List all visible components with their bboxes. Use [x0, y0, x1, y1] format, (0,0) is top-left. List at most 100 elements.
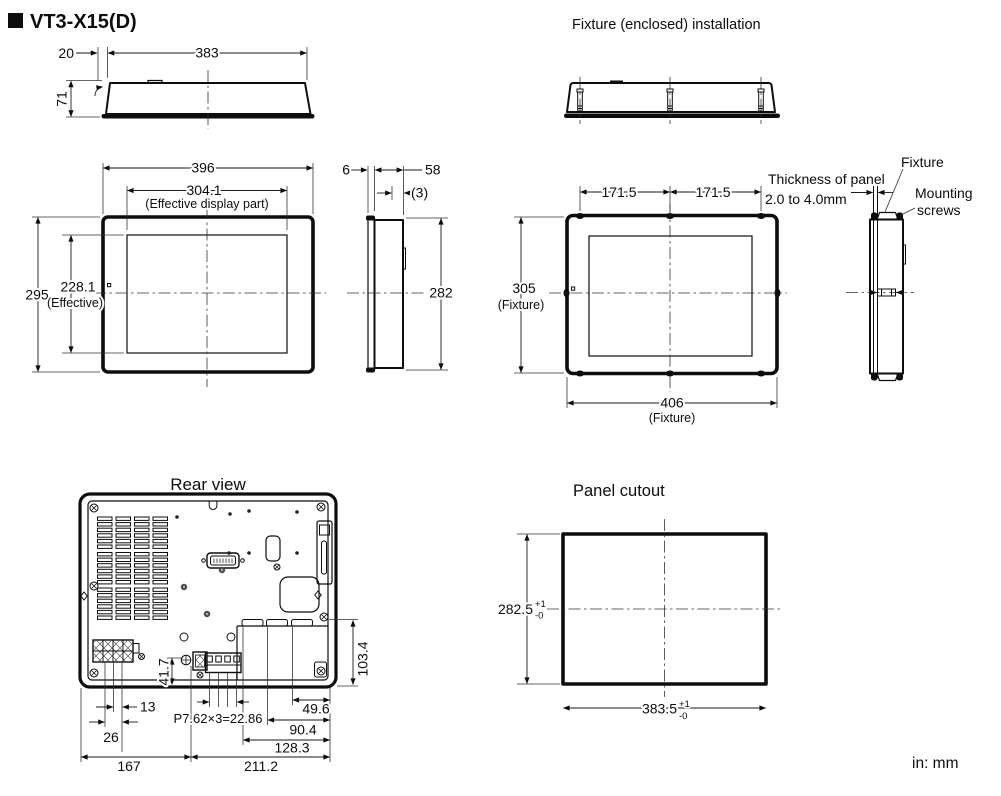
dim-rear-right-span: 211.2 — [190, 754, 331, 776]
dim-front-overall-height: 295 — [23, 216, 100, 373]
dim-side-rear-gap: (3) — [377, 183, 430, 203]
svg-text:(Fixture): (Fixture) — [498, 298, 545, 312]
dim-side-height: 282 — [406, 217, 455, 371]
dim-fixture-pitch-right: 171.5 — [669, 182, 762, 211]
svg-text:(3): (3) — [411, 185, 428, 201]
svg-text:(Effective): (Effective) — [47, 296, 103, 310]
svg-text:383.5: 383.5 — [642, 701, 677, 717]
svg-text:167: 167 — [117, 758, 141, 774]
dim-rear-ground-height: 41.7 — [154, 656, 175, 688]
svg-text:295: 295 — [25, 287, 49, 303]
dim-front-overall-width: 396 — [102, 158, 314, 214]
svg-text:383: 383 — [195, 45, 219, 61]
svg-text:Thickness of panel: Thickness of panel — [768, 171, 885, 187]
svg-text:90.4: 90.4 — [289, 722, 316, 738]
aux-connector — [192, 651, 208, 671]
connector-bay — [236, 619, 328, 680]
svg-text:+1: +1 — [679, 699, 690, 710]
rear-view-title: Rear view — [170, 475, 246, 494]
dim-cutout-width: 383.5 +1 -0 — [562, 698, 767, 723]
panel-cutout-drawing: Panel cutout 282.5 +1 -0 383.5 +1 -0 — [496, 482, 783, 723]
top-view-drawing: 20 383 71 — [52, 43, 315, 129]
option-slot-cover — [279, 576, 320, 613]
fixture-installation-title: Fixture (enclosed) installation — [572, 17, 761, 33]
dim-rear-pin-pitch: P7.62×3=22.86 — [172, 699, 264, 728]
svg-text:26: 26 — [103, 729, 119, 745]
svg-text:228.1: 228.1 — [60, 279, 95, 295]
dim-rear-port1: 49.6 — [292, 697, 332, 719]
svg-text:304.1: 304.1 — [186, 182, 221, 198]
svg-text:171.5: 171.5 — [695, 184, 730, 200]
svg-text:282: 282 — [429, 285, 453, 301]
svg-text:6: 6 — [342, 162, 350, 178]
svg-text:(Fixture): (Fixture) — [649, 411, 696, 425]
rear-case — [78, 492, 338, 689]
fixture-front-view-drawing: 171.5 171.5 305 (Fixture) 406 (Fixture) — [496, 182, 787, 427]
rear-extension-lines — [80, 619, 358, 762]
svg-text:Fixture: Fixture — [901, 154, 944, 170]
dsub-connector-icon — [201, 552, 245, 569]
svg-text:305: 305 — [512, 280, 536, 296]
dim-front-display-width: 304.1 (Effective display part) — [126, 180, 288, 230]
dim-fixture-pitch-left: 171.5 — [579, 182, 671, 211]
svg-text:396: 396 — [191, 160, 215, 176]
dim-rear-port2: 90.4 — [267, 717, 331, 740]
front-view-bezel — [101, 215, 315, 374]
dim-top-height: 71 — [52, 80, 102, 118]
page-title: VT3-X15(D) — [30, 11, 137, 33]
fixture-side-body — [869, 218, 904, 375]
page-header: VT3-X15(D) Fixture (enclosed) installati… — [8, 11, 761, 33]
power-terminal — [92, 639, 145, 663]
svg-text:+1: +1 — [535, 599, 546, 610]
fixture-top-body — [566, 82, 776, 113]
svg-text:13: 13 — [140, 699, 156, 715]
svg-text:58: 58 — [425, 162, 441, 178]
io-terminal-block — [204, 652, 242, 674]
dim-rear-connector-height: 103.4 — [350, 619, 373, 686]
svg-text:171.5: 171.5 — [601, 184, 636, 200]
ground-terminal-icon — [180, 654, 192, 666]
mounting-screw-icon — [870, 288, 903, 297]
label-fixture: Fixture — [884, 152, 946, 213]
dim-side-bezel: 6 — [340, 160, 375, 213]
svg-text:103.4: 103.4 — [355, 641, 371, 676]
svg-text:282.5: 282.5 — [498, 601, 533, 617]
vent-slots — [98, 517, 168, 548]
fixture-side-view-drawing: Thickness of panel 2.0 to 4.0mm Fixture … — [763, 152, 975, 382]
dim-rear-terminal-width: 26 — [89, 719, 138, 747]
side-view-drawing: 6 58 (3) 282 — [340, 160, 455, 373]
dim-side-depth: 58 — [374, 160, 443, 215]
svg-text:49.6: 49.6 — [302, 701, 329, 717]
svg-text:211.2: 211.2 — [244, 758, 278, 774]
dim-top-offset: 20 — [56, 43, 108, 80]
svg-text:41.7: 41.7 — [156, 658, 172, 685]
label-mounting-screws: Mounting screws — [900, 183, 975, 220]
svg-text:-0: -0 — [679, 711, 687, 722]
dim-top-width: 383 — [107, 43, 308, 80]
card-slot — [316, 520, 333, 585]
fixture-top-view-drawing — [564, 77, 780, 124]
rear-panel-face — [87, 500, 329, 681]
svg-text:128.3: 128.3 — [274, 740, 309, 756]
dim-panel-thickness: Thickness of panel 2.0 to 4.0mm — [763, 169, 893, 209]
svg-text:-0: -0 — [535, 611, 543, 622]
dim-front-display-height: 228.1 (Effective) — [45, 234, 124, 354]
title-bullet-square-icon — [8, 13, 23, 28]
unit-note: in: mm — [912, 755, 959, 772]
dim-rear-port3: 128.3 — [242, 737, 331, 758]
fixture-top-flange — [564, 113, 780, 118]
dim-fixture-width: 406 (Fixture) — [566, 377, 778, 427]
svg-text:Mounting: Mounting — [915, 185, 973, 201]
svg-text:screws: screws — [917, 202, 961, 218]
battery-holder — [265, 535, 281, 562]
fixture-front-bezel — [565, 213, 779, 376]
panel-cutout-title: Panel cutout — [573, 482, 665, 500]
hanger-tab-icon — [208, 501, 218, 510]
fixture-front-display — [588, 235, 753, 357]
svg-text:(Effective display part): (Effective display part) — [145, 197, 268, 211]
dim-rear-terminal-pitch: 13 — [96, 697, 158, 717]
front-view-drawing: 396 304.1 (Effective display part) 295 2… — [23, 158, 326, 387]
svg-text:71: 71 — [54, 91, 70, 107]
